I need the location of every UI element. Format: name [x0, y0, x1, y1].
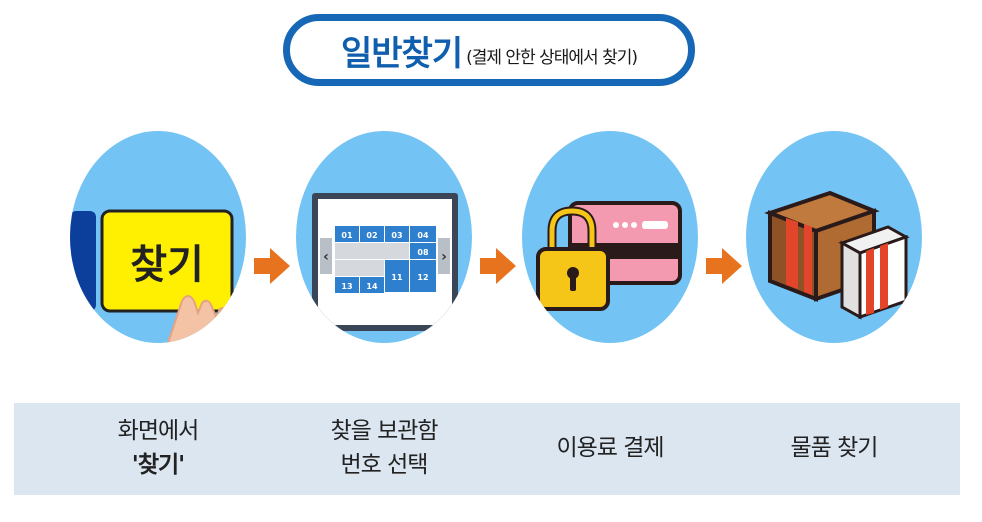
- step-2-caption: 찾을 보관함 번호 선택: [296, 414, 472, 482]
- step-1-line2: '찾기': [131, 452, 185, 478]
- step-3-line1: 이용료 결제: [556, 435, 664, 461]
- locker-08: 08: [417, 248, 429, 257]
- locker-02: 02: [366, 231, 377, 240]
- caption-band: [14, 403, 960, 495]
- arrow-right-icon: [706, 248, 742, 284]
- step-2-line2: 번호 선택: [340, 452, 429, 478]
- arrow-right-icon: [480, 248, 516, 284]
- title-main: 일반찾기: [340, 33, 463, 74]
- step-2-line1: 찾을 보관함: [330, 418, 438, 444]
- step-1-caption: 화면에서 '찾기': [70, 414, 246, 482]
- locker-14: 14: [366, 282, 378, 291]
- step-1-line1: 화면에서: [117, 418, 200, 444]
- locker-04: 04: [417, 231, 429, 240]
- next-arrow: ›: [441, 249, 447, 265]
- locker-13: 13: [341, 282, 352, 291]
- prev-arrow: ‹: [323, 249, 329, 265]
- locker-screen-icon: ‹ › 01 02 03 04 08 11 12 13 14: [312, 193, 458, 331]
- step-2-illustration: ‹ › 01 02 03 04 08 11 12 13 14: [296, 131, 472, 343]
- step-3-illustration: [522, 131, 698, 343]
- locker-12: 12: [417, 273, 428, 282]
- locker-03: 03: [391, 231, 402, 240]
- locker-01: 01: [341, 231, 353, 240]
- touch-button-icon: 찾기: [70, 209, 238, 343]
- payment-card-lock-icon: [536, 201, 682, 311]
- arrow-right-icon: [254, 248, 290, 284]
- step-4-caption: 물품 찾기: [746, 431, 922, 465]
- title-subtitle: (결제 안한 상태에서 찾기): [466, 47, 638, 68]
- step-4-line1: 물품 찾기: [790, 435, 879, 461]
- title-banner: 일반찾기 (결제 안한 상태에서 찾기): [283, 14, 695, 86]
- find-button-text: 찾기: [130, 242, 204, 288]
- step-1-illustration: 찾기: [70, 131, 246, 343]
- step-3-caption: 이용료 결제: [522, 431, 698, 465]
- step-4-illustration: [746, 131, 922, 343]
- locker-11: 11: [391, 273, 403, 282]
- package-box-icon: [764, 190, 910, 320]
